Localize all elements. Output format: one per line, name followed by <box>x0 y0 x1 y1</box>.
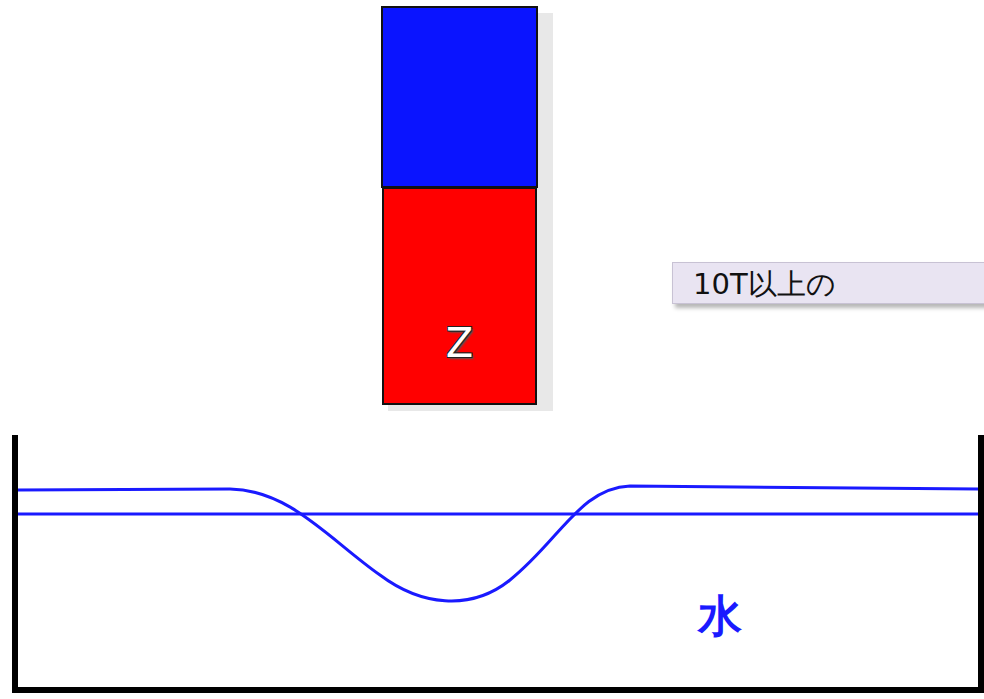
water-surface-dip <box>18 486 978 601</box>
magnet-north: Z <box>382 187 537 405</box>
water-tank <box>15 435 981 690</box>
note-text: 10T以上の <box>693 266 984 302</box>
water-level <box>18 513 978 516</box>
magnet-south <box>382 7 537 187</box>
pole-letter: Z <box>384 319 535 367</box>
note-box: 10T以上の <box>672 262 984 304</box>
water-label: 水 <box>698 592 742 640</box>
